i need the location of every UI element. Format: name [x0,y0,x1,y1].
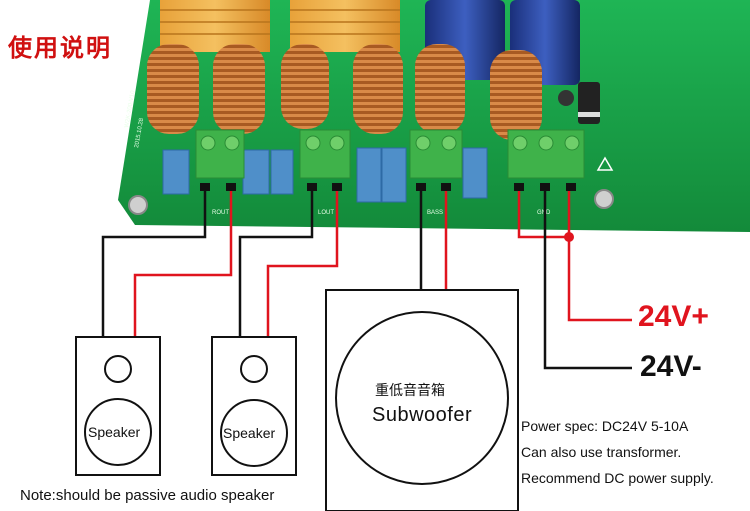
terminal-blocks [195,129,585,191]
silk-rout: ROUT [212,210,229,216]
wire-black [101,191,207,337]
heatsink [290,0,400,52]
power-spec-line: Can also use transformer. [521,444,682,460]
speaker-box-2 [211,336,297,476]
speaker-label: Speaker [88,424,141,440]
subwoofer-label-cn: 重低音音箱 [375,382,445,398]
page-title: 使用说明 [8,33,112,62]
wire-red [266,191,339,337]
wire-black [543,191,632,370]
note: Note:should be passive audio speaker [20,487,274,504]
silk-lout: LOUT [318,210,334,216]
heatsink [160,0,270,52]
power-plus-label: 24V+ [638,300,709,333]
film-capacitors [162,147,488,203]
wire-junction [564,232,574,242]
diode [578,82,600,124]
inductor-coils [147,44,542,140]
note-prefix: Note:should be [20,487,126,504]
warning-triangle-icon [596,156,614,171]
silk-date: 2015.10.28 [134,117,145,148]
note-text: passive audio speaker [125,487,275,504]
silk-bass: BASS [427,210,443,216]
mounting-hole [594,189,614,209]
subwoofer-label-en: Subwoofer [372,404,473,426]
wire-red [133,191,233,337]
power-spec-line: Recommend DC power supply. [521,470,714,486]
wire-black [238,191,314,337]
diode-small [558,90,574,106]
power-minus-label: 24V- [640,350,702,383]
power-spec-line: Power spec: DC24V 5-10A [521,418,689,434]
mounting-hole [128,195,148,215]
speaker-label: Speaker [223,425,276,441]
speaker-box-1 [75,336,161,476]
pcb-photo: ROUT LOUT BASS GND W2K-200-V10 2015.10.2… [0,0,750,232]
subwoofer-box [325,289,519,511]
wires [101,191,632,370]
wire-red [517,191,569,239]
